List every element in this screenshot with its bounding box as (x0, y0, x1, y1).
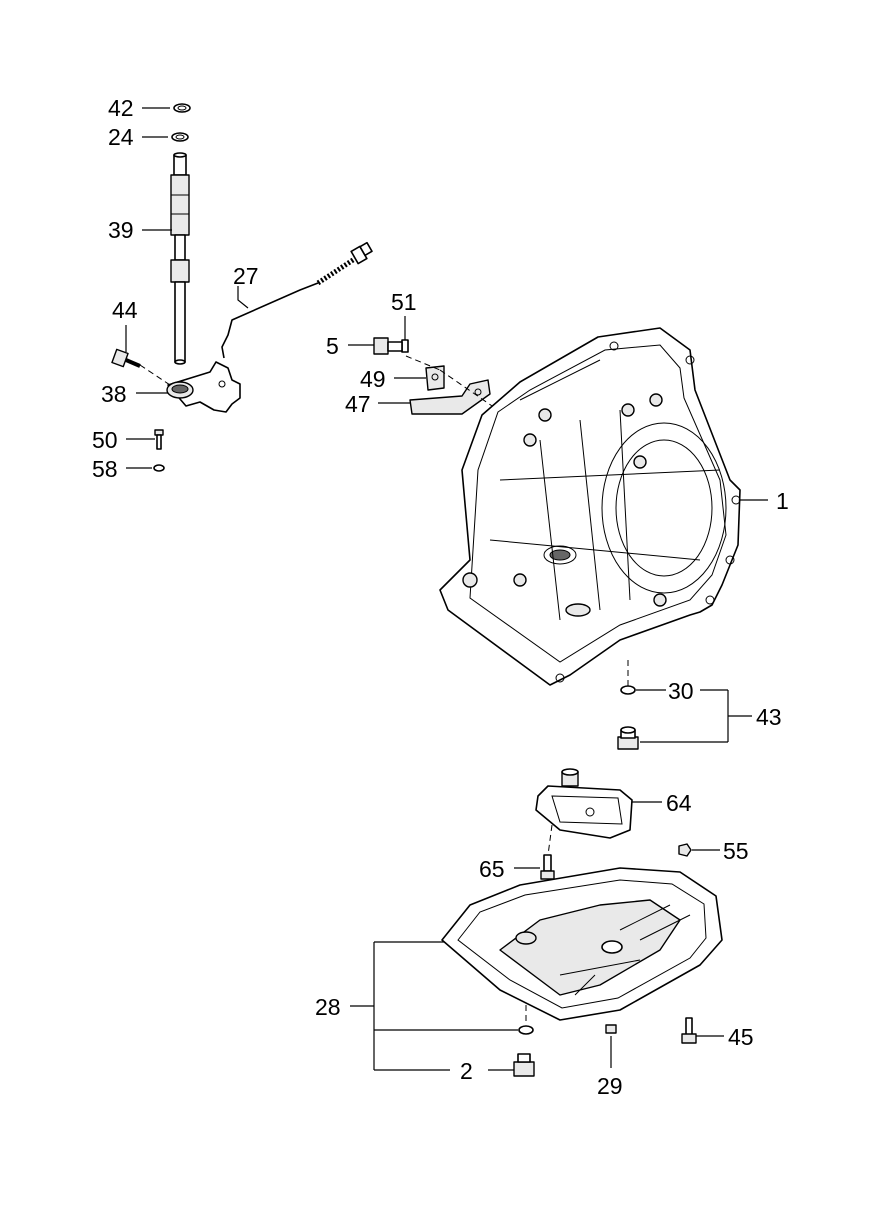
callout-51: 51 (391, 289, 417, 315)
callout-29: 29 (597, 1073, 623, 1099)
part-58-o-ring (153, 464, 165, 472)
callout-47: 47 (345, 391, 371, 417)
callout-55: 55 (723, 838, 749, 864)
leader-lines (125, 107, 768, 1071)
callout-1: 1 (776, 488, 789, 514)
part-24-washer (171, 132, 189, 142)
part-43-plug (617, 726, 639, 750)
part-49-bracket (425, 365, 445, 391)
callout-27: 27 (233, 263, 259, 289)
callout-28: 28 (315, 994, 341, 1020)
callout-58: 58 (92, 456, 118, 482)
callout-64: 64 (666, 790, 692, 816)
assembly-lines (139, 355, 629, 1025)
part-42-snap-ring (173, 103, 191, 113)
part-51-pin (401, 339, 409, 353)
part-5-bolt (373, 337, 403, 355)
callout-65: 65 (479, 856, 505, 882)
part-29-washer (605, 1024, 617, 1034)
part-45-bolt (681, 1017, 697, 1044)
callout-39: 39 (108, 217, 134, 243)
callout-43: 43 (756, 704, 782, 730)
callout-24: 24 (108, 124, 134, 150)
part-47-cable-bracket (409, 379, 491, 415)
part-27-parking-rod (221, 241, 373, 359)
callout-42: 42 (108, 95, 134, 121)
callout-49: 49 (360, 366, 386, 392)
part-65-bolt (540, 854, 555, 880)
part-1-transaxle-case (439, 327, 741, 686)
part-64-oil-filter (535, 768, 633, 839)
part-50-bolt (154, 429, 164, 450)
callout-30: 30 (668, 678, 694, 704)
part-30-gasket (620, 685, 636, 695)
part-28-oil-pan (441, 867, 723, 1021)
callout-5: 5 (326, 333, 339, 359)
callout-2: 2 (460, 1058, 473, 1084)
callout-50: 50 (92, 427, 118, 453)
callout-45: 45 (728, 1024, 754, 1050)
callout-44: 44 (112, 297, 138, 323)
part-2-drain-plug (513, 1053, 535, 1077)
part-44-bolt (111, 348, 141, 368)
part-39-manual-shaft (170, 152, 190, 365)
part-2-gasket (518, 1025, 534, 1035)
part-38-detent-lever (166, 361, 241, 413)
part-55-nut (678, 843, 692, 857)
callout-38: 38 (101, 381, 127, 407)
